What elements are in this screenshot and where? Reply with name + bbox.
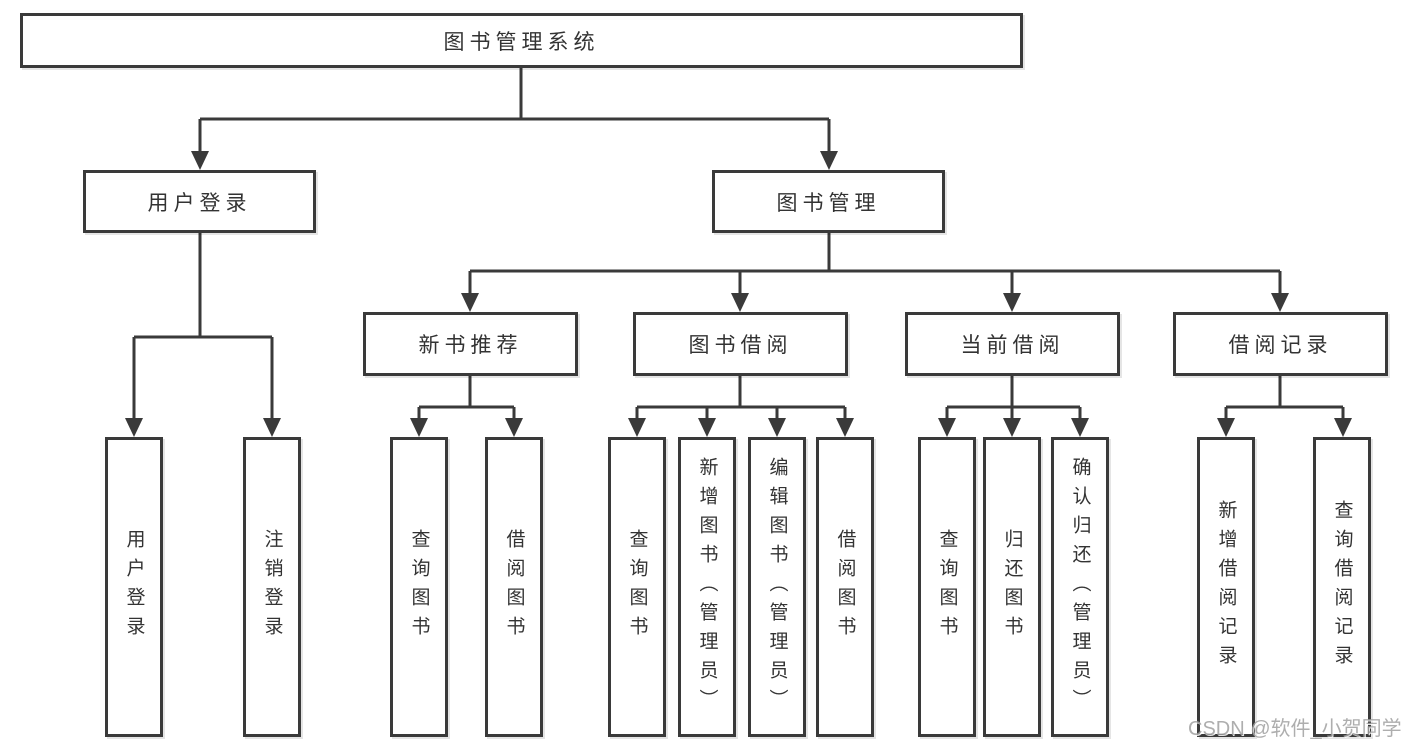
arrowhead <box>1003 418 1021 437</box>
node-root: 图书管理系统 <box>20 13 1023 68</box>
arrowhead <box>1003 293 1021 312</box>
leaf-query-borrow-record: 查询借阅记录 <box>1313 437 1371 737</box>
arrowhead <box>1071 418 1089 437</box>
arrowhead <box>505 418 523 437</box>
node-user-login-label: 用户登录 <box>147 191 252 215</box>
leaf-edit-book-admin-label: 编辑图书（管理员） <box>766 456 788 718</box>
leaf-add-borrow-record-label: 新增借阅记录 <box>1215 500 1237 674</box>
arrowhead <box>1271 293 1289 312</box>
node-book-management: 图书管理 <box>712 170 945 233</box>
arrowhead <box>461 293 479 312</box>
leaf-query-books-borrowing: 查询图书 <box>608 437 666 737</box>
arrowhead <box>263 418 281 437</box>
leaf-logout-label: 注销登录 <box>261 529 283 645</box>
leaf-query-borrow-record-label: 查询借阅记录 <box>1331 500 1353 674</box>
node-root-label: 图书管理系统 <box>443 30 600 54</box>
leaf-query-books-recommend-label: 查询图书 <box>408 529 430 645</box>
leaf-add-book-admin-label: 新增图书（管理员） <box>696 456 718 718</box>
leaf-query-books-recommend: 查询图书 <box>390 437 448 737</box>
leaf-borrow-books-recommend: 借阅图书 <box>485 437 543 737</box>
leaf-query-books-borrowing-label: 查询图书 <box>626 529 648 645</box>
leaf-logout: 注销登录 <box>243 437 301 737</box>
arrowhead <box>820 151 838 170</box>
node-borrowing-records: 借阅记录 <box>1173 312 1388 376</box>
arrowhead <box>191 151 209 170</box>
leaf-user-login-label: 用户登录 <box>123 529 145 645</box>
arrowhead <box>1217 418 1235 437</box>
leaf-query-books-current-label: 查询图书 <box>936 529 958 645</box>
node-book-management-label: 图书管理 <box>776 191 881 215</box>
node-user-login: 用户登录 <box>83 170 316 233</box>
arrowhead <box>938 418 956 437</box>
leaf-confirm-return-admin-label: 确认归还（管理员） <box>1069 456 1091 718</box>
node-book-borrowing: 图书借阅 <box>633 312 848 376</box>
arrowhead <box>628 418 646 437</box>
leaf-return-book: 归还图书 <box>983 437 1041 737</box>
arrowhead <box>731 293 749 312</box>
arrowhead <box>1334 418 1352 437</box>
leaf-edit-book-admin: 编辑图书（管理员） <box>748 437 806 737</box>
csdn-watermark: CSDN @软件_小贺同学 <box>1188 718 1402 740</box>
leaf-borrow-books: 借阅图书 <box>816 437 874 737</box>
node-current-borrowing: 当前借阅 <box>905 312 1120 376</box>
leaf-query-books-current: 查询图书 <box>918 437 976 737</box>
arrowhead <box>410 418 428 437</box>
leaf-confirm-return-admin: 确认归还（管理员） <box>1051 437 1109 737</box>
node-new-book-recommendation-label: 新书推荐 <box>418 334 523 357</box>
node-borrowing-records-label: 借阅记录 <box>1228 334 1333 357</box>
arrowhead <box>768 418 786 437</box>
leaf-borrow-books-label: 借阅图书 <box>834 529 856 645</box>
arrowhead <box>836 418 854 437</box>
arrowhead <box>698 418 716 437</box>
node-new-book-recommendation: 新书推荐 <box>363 312 578 376</box>
leaf-user-login: 用户登录 <box>105 437 163 737</box>
node-current-borrowing-label: 当前借阅 <box>960 334 1065 357</box>
leaf-add-borrow-record: 新增借阅记录 <box>1197 437 1255 737</box>
leaf-return-book-label: 归还图书 <box>1001 529 1023 645</box>
node-book-borrowing-label: 图书借阅 <box>688 334 793 357</box>
arrowhead <box>125 418 143 437</box>
leaf-add-book-admin: 新增图书（管理员） <box>678 437 736 737</box>
leaf-borrow-books-recommend-label: 借阅图书 <box>503 529 525 645</box>
